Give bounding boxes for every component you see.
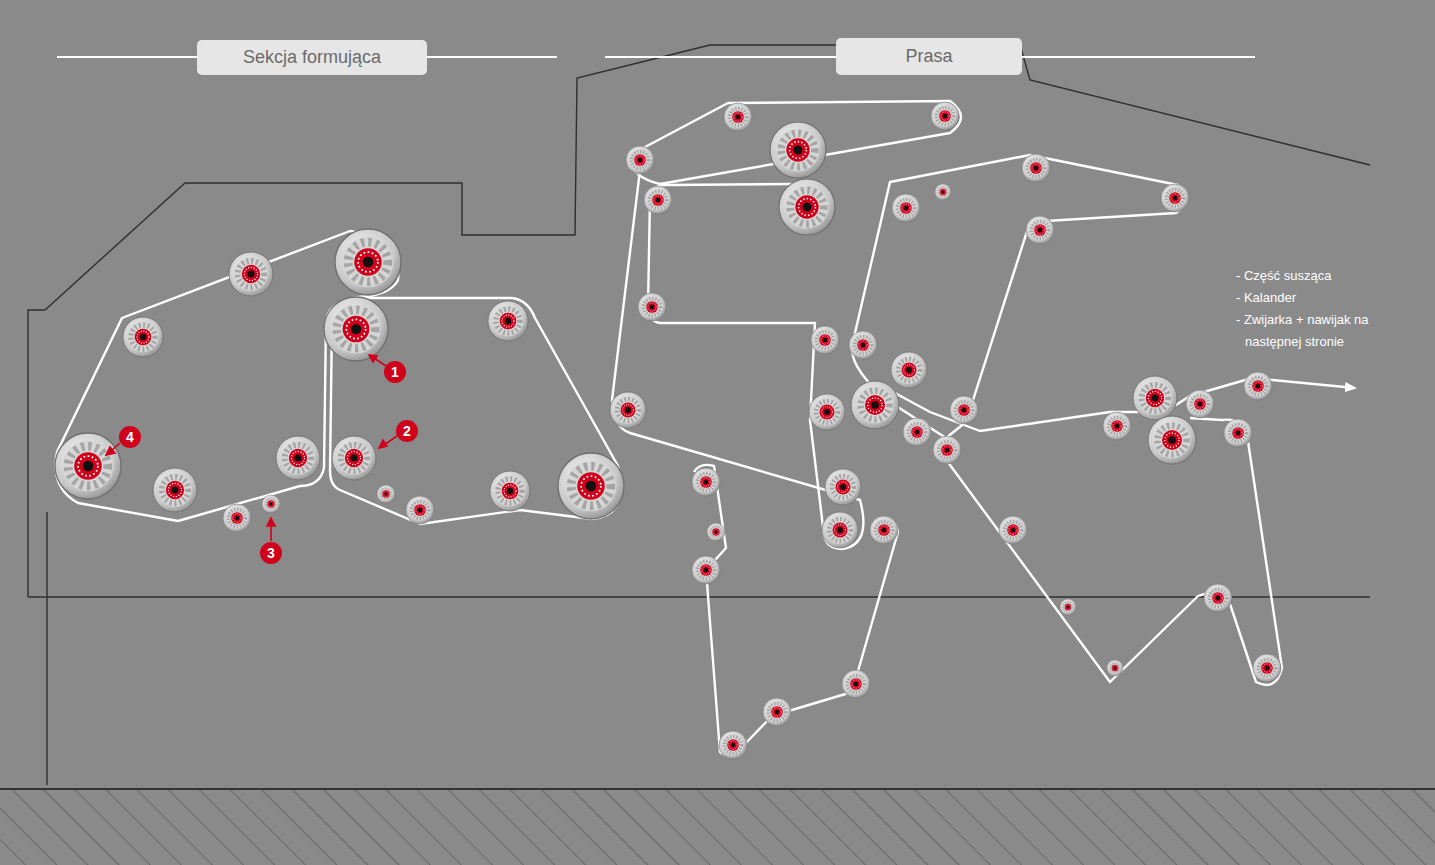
roller [377, 485, 395, 503]
machine-frame [28, 45, 1370, 785]
roller [1103, 412, 1131, 440]
roller [276, 436, 320, 480]
callout-dot [260, 542, 282, 564]
roller [933, 436, 961, 464]
callout-number: 4 [119, 426, 141, 448]
callout-number: 1 [384, 361, 406, 383]
roller [779, 179, 835, 235]
roller [558, 453, 624, 519]
roller [406, 496, 434, 524]
continuation-note: - Zwijarka + nawijak na następnej stroni… [1236, 309, 1385, 353]
callout-dot [384, 361, 406, 383]
roller [490, 471, 530, 511]
roller [809, 394, 845, 430]
roller [842, 670, 870, 698]
roller [1148, 416, 1196, 464]
callout-dot [119, 426, 141, 448]
roller [1022, 154, 1050, 182]
roller [707, 523, 725, 541]
roller [488, 301, 528, 341]
roller [811, 326, 839, 354]
roller [1253, 654, 1281, 682]
roller [999, 516, 1027, 544]
section-header: Sekcja formująca [197, 40, 427, 75]
roller [332, 436, 376, 480]
roller [626, 146, 654, 174]
roller [1133, 376, 1177, 420]
roller [1026, 216, 1054, 244]
roller [692, 556, 720, 584]
roller [903, 418, 931, 446]
roller [950, 396, 978, 424]
roller [229, 252, 273, 296]
roller [719, 731, 747, 759]
roller [644, 186, 672, 214]
callout-number: 3 [260, 542, 282, 564]
roller [55, 433, 121, 499]
roller [1244, 372, 1272, 400]
fabric-loops [56, 101, 1355, 756]
roller [724, 103, 752, 131]
roller [324, 297, 388, 361]
roller [335, 229, 401, 295]
callout-dot [396, 420, 418, 442]
section-header: Prasa [836, 38, 1022, 75]
roller [935, 184, 951, 200]
section-title: Sekcja formująca [243, 47, 381, 67]
roller [763, 698, 791, 726]
roller [851, 381, 899, 429]
roller [931, 102, 959, 130]
roller [1107, 660, 1123, 676]
roller [1186, 390, 1214, 418]
callout-number: 2 [396, 420, 418, 442]
roller [891, 352, 927, 388]
roller [1060, 599, 1076, 615]
roller [822, 512, 858, 548]
roller [892, 194, 920, 222]
ground [0, 789, 1435, 865]
roller [1224, 419, 1252, 447]
continuation-note: - Kalander [1236, 287, 1385, 309]
roller [610, 392, 646, 428]
roller [870, 516, 898, 544]
roller [262, 495, 280, 513]
roller [223, 504, 251, 532]
roller [123, 317, 163, 357]
roller [638, 293, 666, 321]
roller [1204, 584, 1232, 612]
continuation-note: - Część susząca [1236, 265, 1385, 287]
section-title: Prasa [905, 46, 952, 66]
roller [825, 469, 861, 505]
callout-markers [106, 355, 418, 564]
rollers [55, 102, 1281, 759]
roller [849, 331, 877, 359]
roller [770, 122, 826, 178]
roller [692, 468, 720, 496]
roller [1161, 184, 1189, 212]
roller [153, 468, 197, 512]
